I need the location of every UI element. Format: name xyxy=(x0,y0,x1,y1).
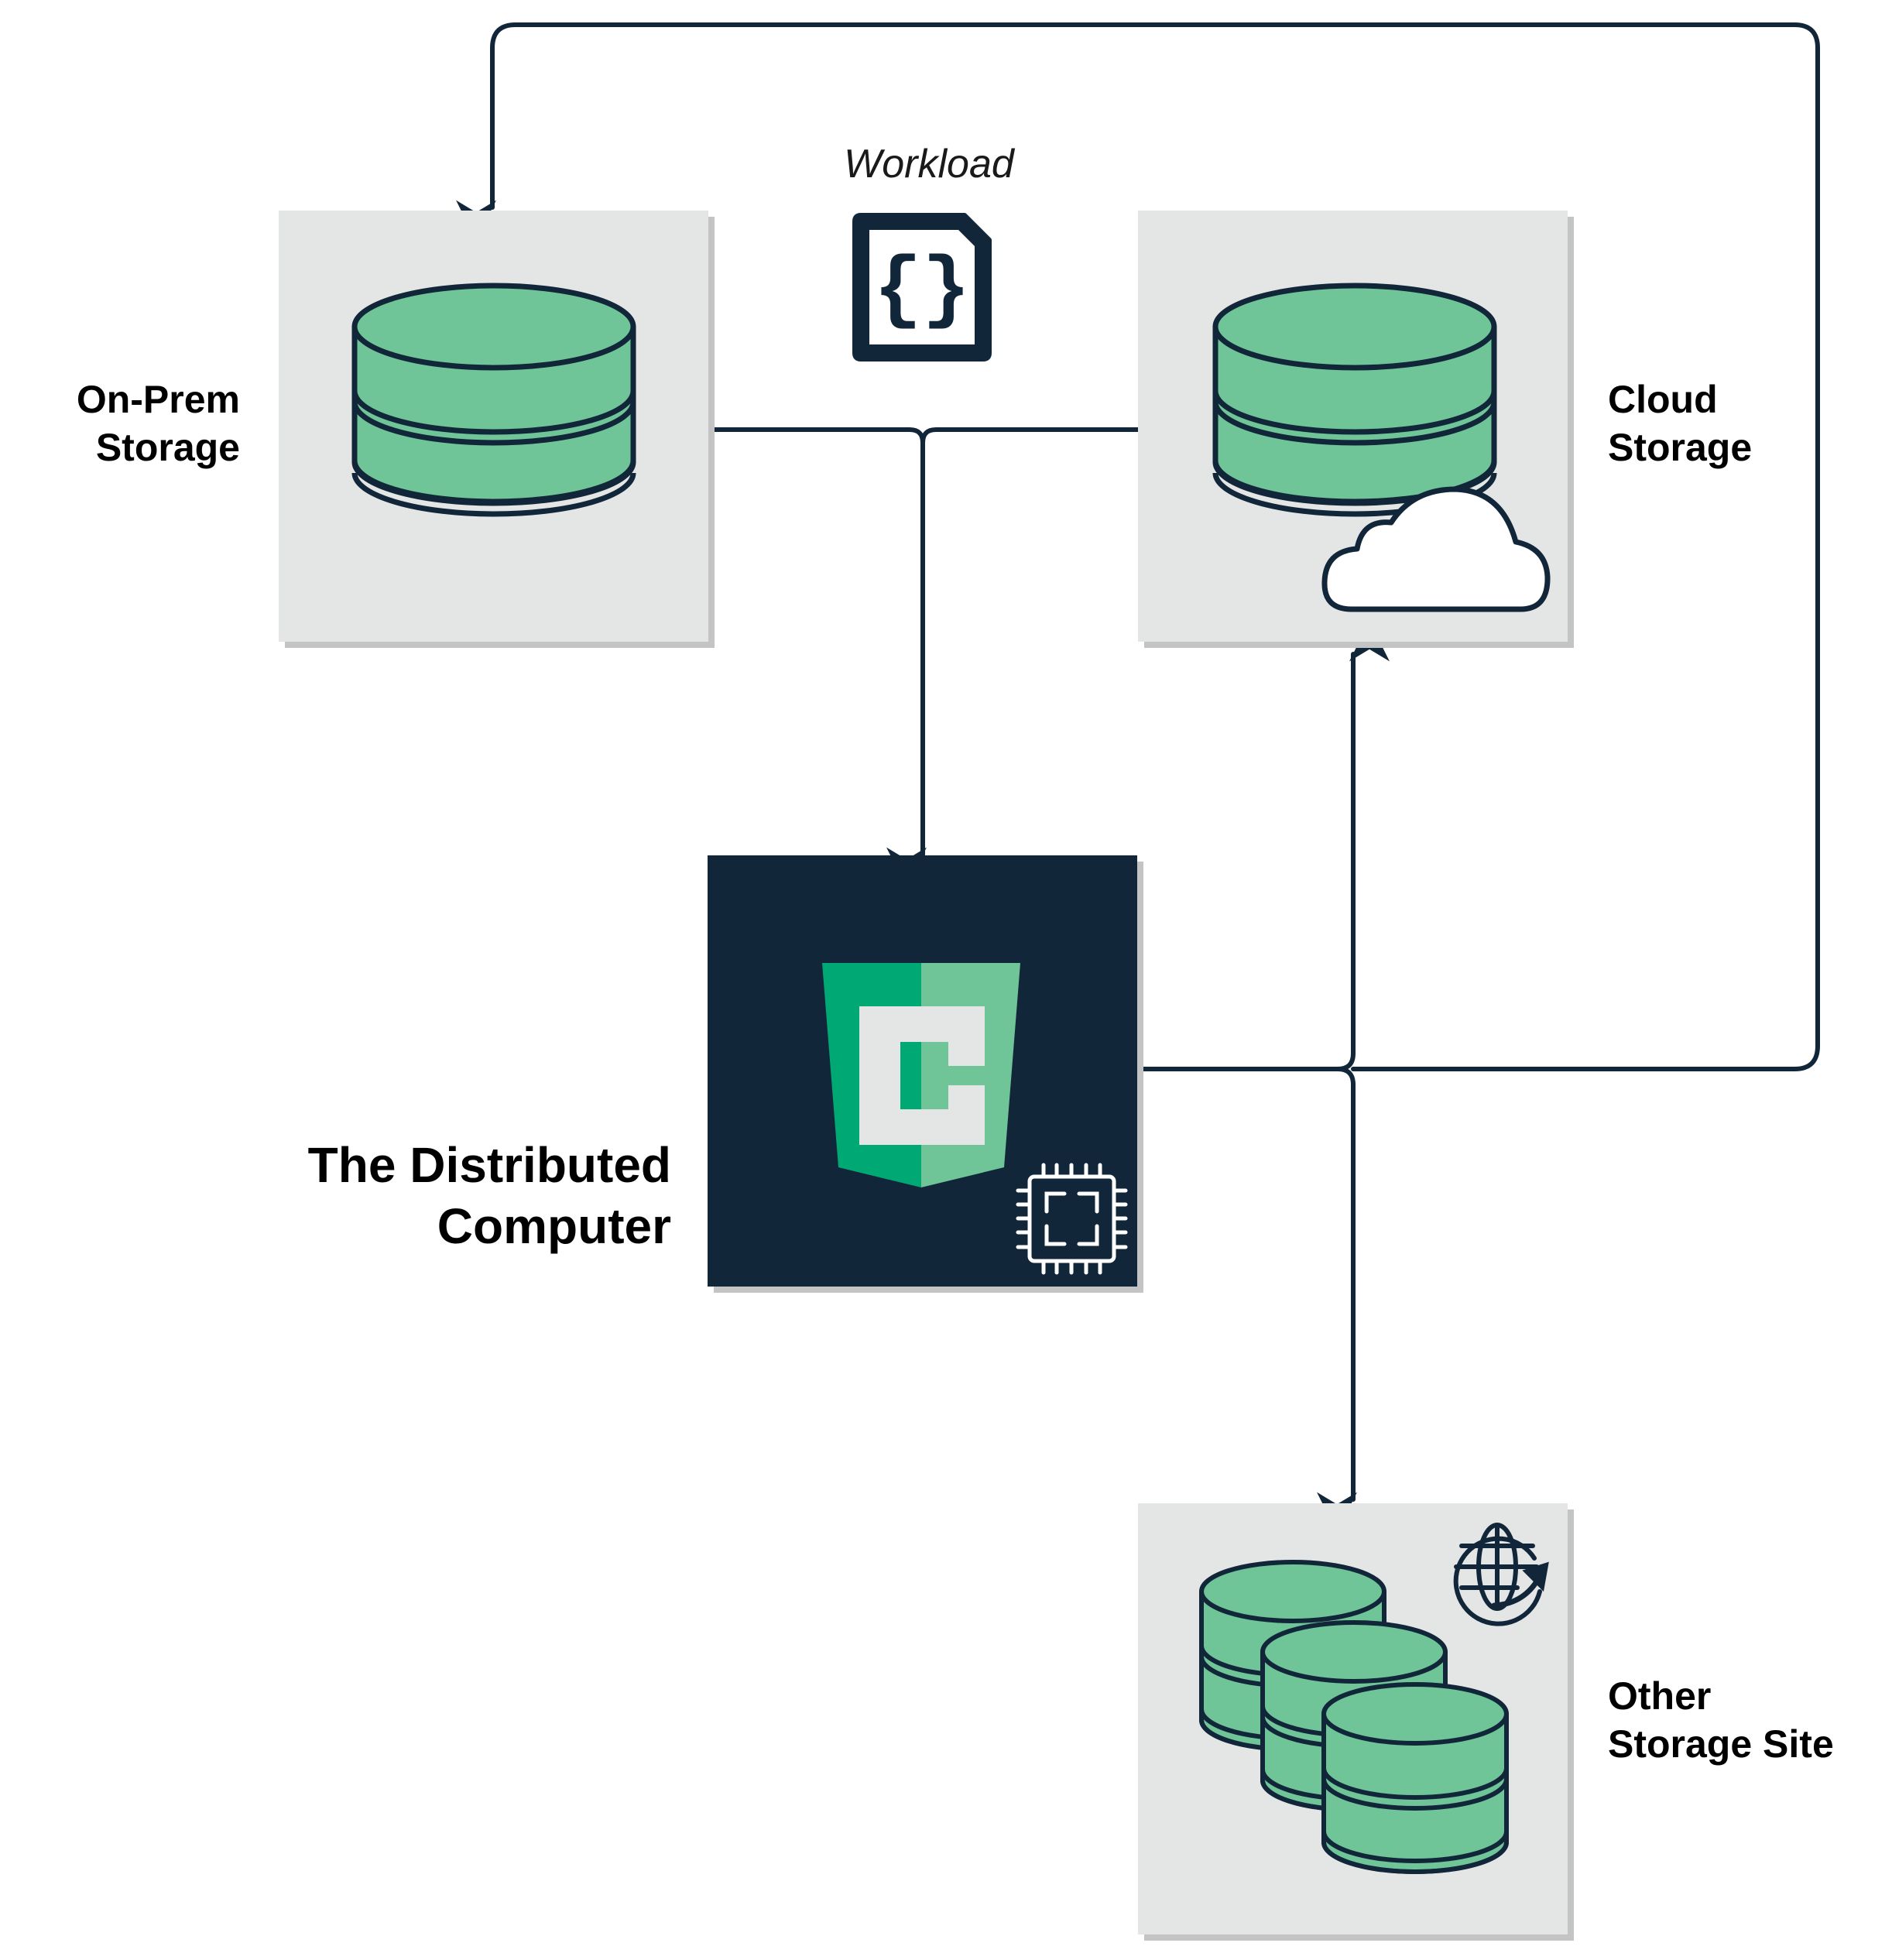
database-icon xyxy=(1215,286,1494,514)
computer-label-line2: Computer xyxy=(437,1198,671,1254)
other-storage-site-node xyxy=(1138,1503,1574,1941)
cloud-label-line1: Cloud xyxy=(1608,378,1718,421)
distributed-computer-label: The Distributed Computer xyxy=(225,1135,671,1257)
edge-computer-to-onprem xyxy=(456,22,1820,1071)
c-shield-logo xyxy=(822,963,1020,1187)
cloud-label-line2: Storage xyxy=(1608,426,1753,469)
on-prem-label-line1: On-Prem xyxy=(76,378,240,421)
connectors xyxy=(456,22,1820,1533)
other-label-line1: Other xyxy=(1608,1674,1712,1718)
other-storage-site-label: Other Storage Site xyxy=(1608,1672,1834,1768)
on-prem-storage-node xyxy=(279,211,715,648)
code-file-icon: {} xyxy=(852,213,992,362)
edge-onprem-to-computer xyxy=(710,427,927,888)
chip-icon xyxy=(1016,1163,1128,1275)
svg-text:{}: {} xyxy=(874,245,971,337)
globe-icon xyxy=(1453,1523,1549,1626)
cloud-storage-label: Cloud Storage xyxy=(1608,375,1752,471)
edge-cloud-to-computer xyxy=(920,427,1140,445)
distributed-computer-node xyxy=(708,855,1143,1293)
cloud-icon xyxy=(1321,486,1551,612)
workload-label: Workload xyxy=(844,142,1014,187)
cloud-storage-node xyxy=(1138,211,1574,648)
on-prem-label-line2: Storage xyxy=(95,426,240,469)
computer-label-line1: The Distributed xyxy=(307,1137,671,1193)
on-prem-storage-label: On-Prem Storage xyxy=(46,375,240,471)
other-label-line2: Storage Site xyxy=(1608,1722,1834,1766)
edge-computer-to-cloud xyxy=(1136,621,1390,1071)
database-icon xyxy=(355,286,633,514)
edge-computer-to-other xyxy=(1317,1067,1357,1533)
